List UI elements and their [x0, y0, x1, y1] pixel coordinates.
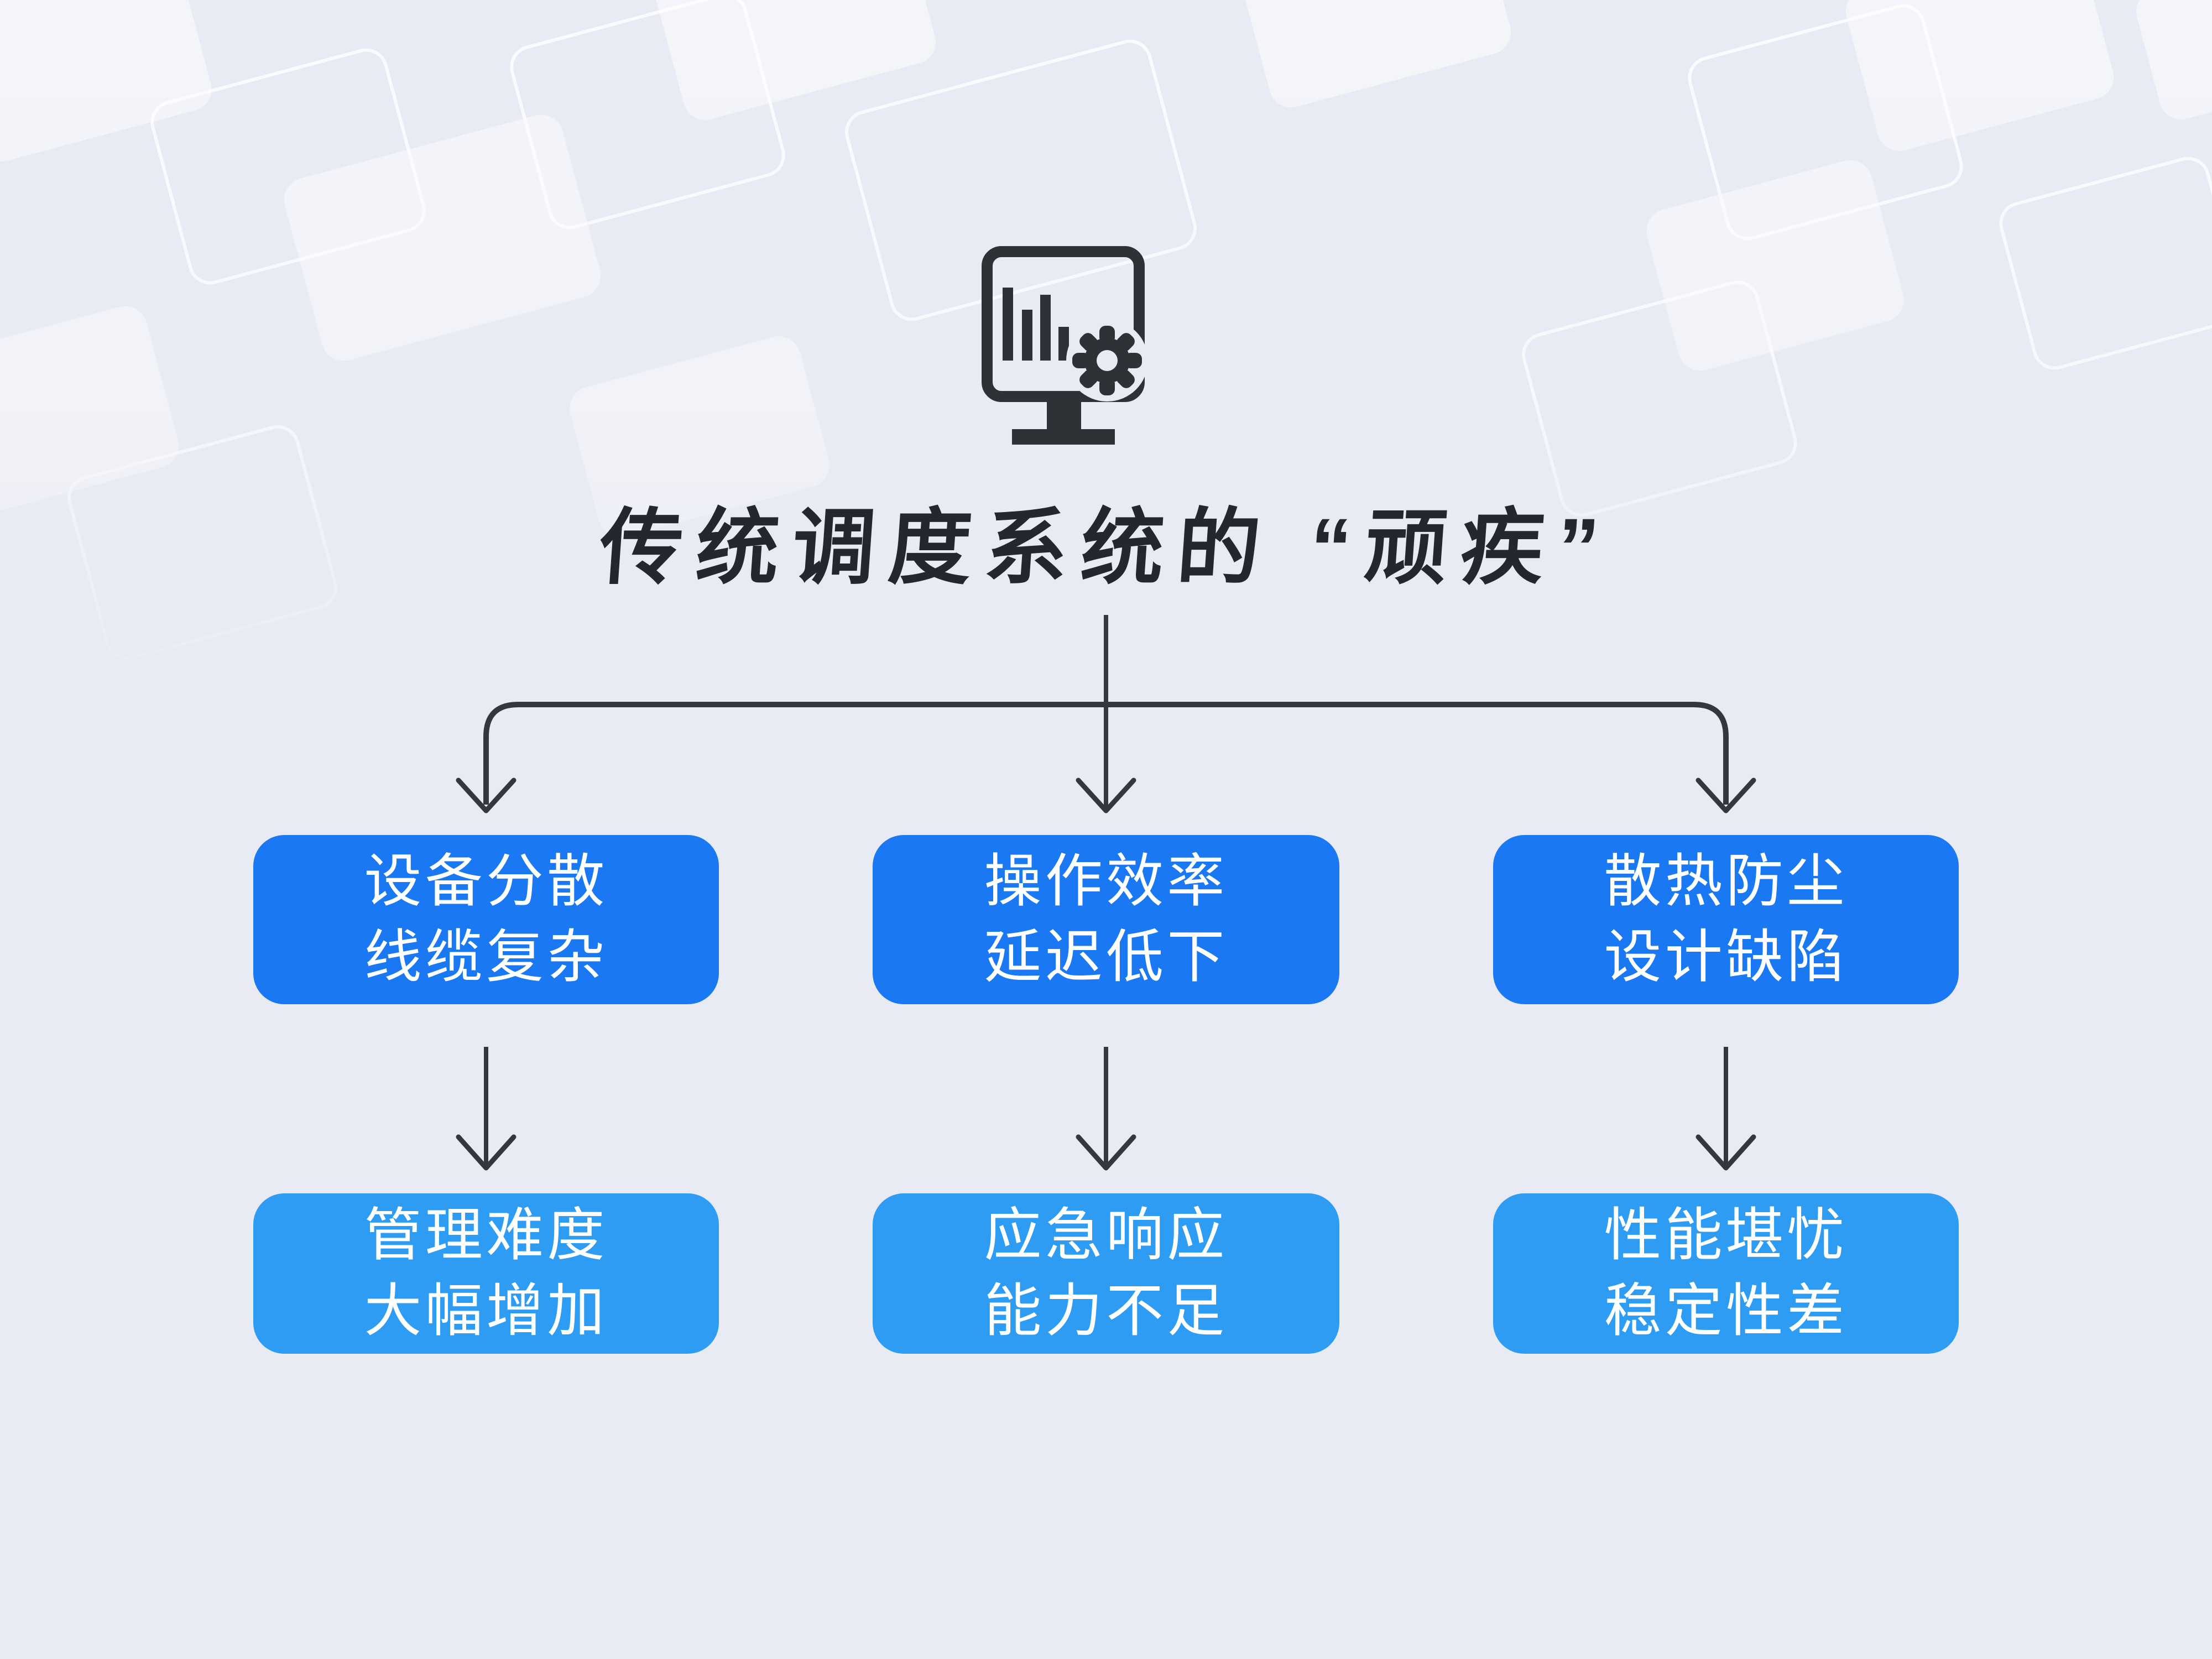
background-card-shape: [1840, 0, 2119, 156]
background-card-outline: [145, 43, 431, 290]
background-pattern: [0, 0, 2212, 665]
effect-box-3: 性能堪忧 稳定性差: [1493, 1193, 1959, 1354]
background-card-shape: [0, 0, 217, 166]
background-card-outline: [1994, 152, 2212, 375]
page-title: 传统调度系统的 “顽疾”: [0, 501, 2212, 594]
cause-effect-arrows: [456, 1047, 1756, 1171]
gear-icon: [1072, 326, 1142, 395]
arrowhead-down: [1076, 1134, 1136, 1171]
arrowhead-down: [456, 778, 517, 813]
monitor-base: [1012, 429, 1115, 445]
gear-halo: [1066, 320, 1148, 401]
arrowhead-down: [1695, 1134, 1756, 1171]
effect-box-1: 管理难度 大幅增加: [253, 1193, 719, 1354]
branch-connector: [456, 615, 1756, 813]
cause-box-2: 操作效率 延迟低下: [873, 835, 1339, 1004]
effect-box-2: 应急响应 能力不足: [873, 1193, 1339, 1354]
arrowhead-down: [1695, 778, 1756, 813]
background-card-outline: [1517, 275, 1802, 522]
monitor-analytics-gear-icon: [982, 246, 1148, 445]
background-card-shape: [2131, 0, 2212, 124]
page-title-text: 传统调度系统的 “顽疾”: [597, 501, 1615, 594]
background-card-shape: [279, 109, 606, 366]
arrowhead-down: [456, 1134, 517, 1171]
monitor-stand: [1047, 396, 1081, 434]
background-card-shape: [0, 301, 184, 518]
background-card-outline: [1683, 0, 1968, 246]
cause-box-1: 设备分散 线缆复杂: [253, 835, 719, 1004]
cause-box-3: 散热防尘 设计缺陷: [1493, 835, 1959, 1004]
background-card-shape: [646, 0, 941, 125]
trunk-line: [483, 702, 1729, 805]
background-card-outline: [505, 0, 790, 234]
background-card-outline: [840, 34, 1202, 326]
bar-chart-glyph: [1003, 288, 1069, 361]
monitor-frame: [982, 246, 1145, 402]
background-card-shape: [1232, 0, 1516, 113]
background-card-shape: [1641, 155, 1909, 376]
arrowhead-down: [1076, 778, 1136, 813]
